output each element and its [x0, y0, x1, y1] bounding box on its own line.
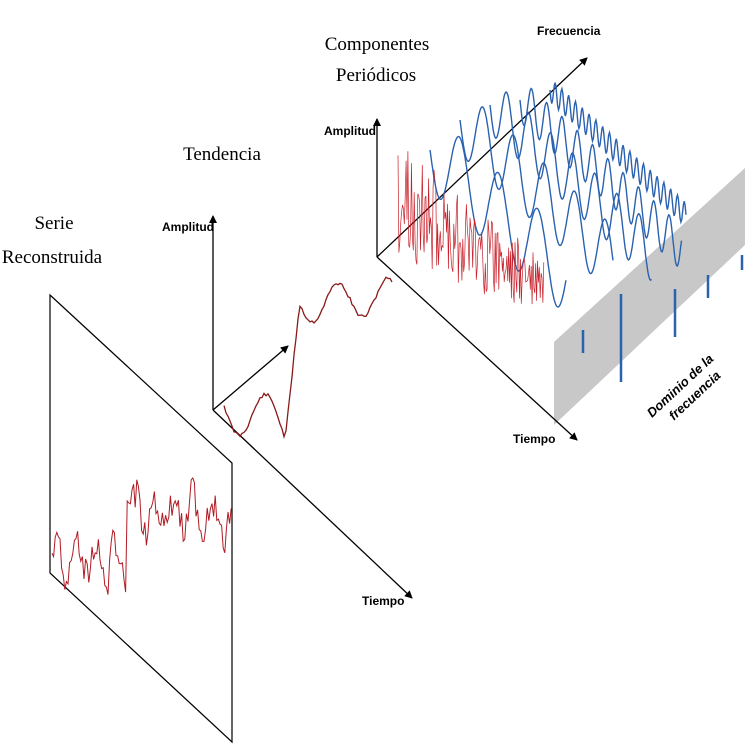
- reconstructed-title-line1: Serie: [34, 213, 73, 234]
- trend-amplitude-label: Amplitud: [162, 220, 214, 234]
- periodic-frequency-label: Frecuencia: [537, 24, 601, 38]
- frequency-spikes: [581, 255, 744, 382]
- trend-title: Tendencia: [183, 144, 261, 165]
- periodic-time-axis: [376, 256, 578, 441]
- trend-line: [223, 276, 393, 440]
- frequency-domain-label: Dominio de la frecuencia: [644, 351, 724, 423]
- periodic-components-panel: Componentes Periódicos Amplitud Frecuenc…: [324, 24, 745, 446]
- reconstructed-title-line2: Reconstruida: [2, 247, 103, 268]
- periodic-sine-wave: [489, 91, 652, 282]
- periodic-title-line1: Componentes: [325, 34, 430, 55]
- periodic-sine-wave: [459, 105, 614, 275]
- periodic-amplitude-label: Amplitud: [324, 124, 376, 138]
- reconstructed-series-line: [51, 477, 232, 595]
- trend-time-label: Tiempo: [362, 594, 404, 608]
- trend-time-axis: [212, 409, 413, 599]
- periodic-noise-series: [397, 151, 545, 305]
- reconstructed-series-panel: Serie Reconstruida: [2, 213, 233, 744]
- periodic-sine-wave: [429, 135, 567, 308]
- trend-depth-axis: [212, 345, 289, 411]
- periodic-sine-wave: [549, 82, 687, 225]
- trend-panel: Tendencia Amplitud Tiempo: [162, 144, 413, 608]
- periodic-sine-wave: [519, 87, 683, 268]
- periodic-time-label: Tiempo: [513, 432, 555, 446]
- frequency-domain-plane: [554, 168, 745, 425]
- periodic-title-line2: Periódicos: [336, 65, 416, 86]
- periodic-sine-waves: [429, 82, 687, 308]
